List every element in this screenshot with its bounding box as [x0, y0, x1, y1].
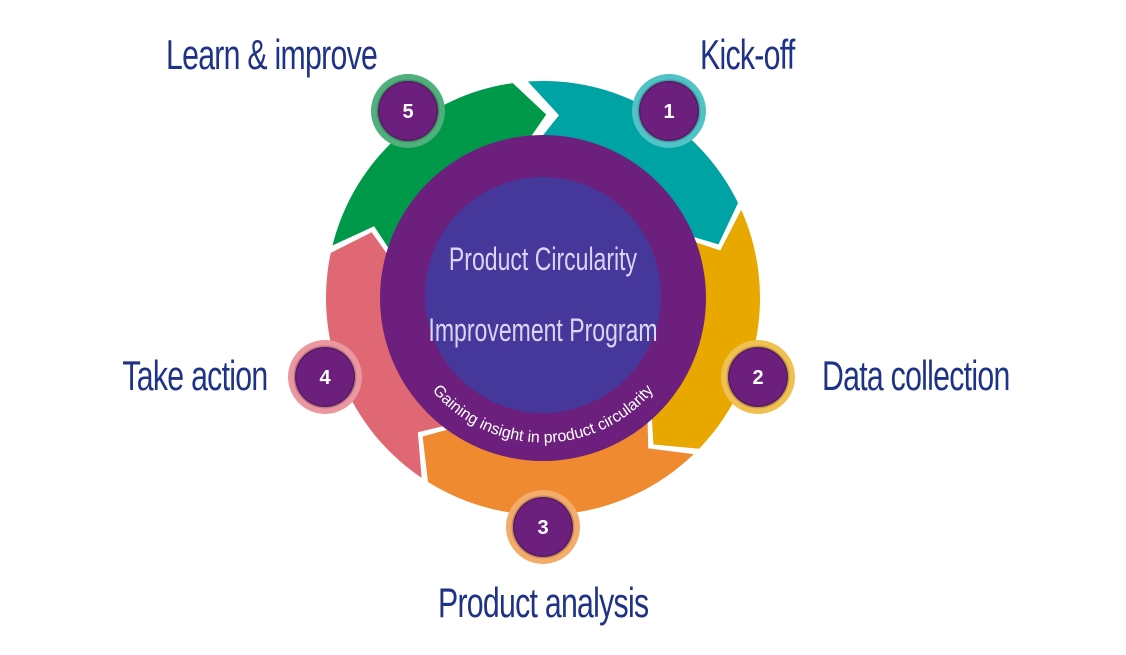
- step-label-1: Kick-off: [700, 31, 795, 78]
- step-badge-1: 1: [632, 74, 706, 148]
- step-badge-4: 4: [288, 340, 362, 414]
- step-badge-5: 5: [371, 74, 445, 148]
- step-label-5: Learn & improve: [166, 31, 378, 78]
- center-title-line1: Product Circularity: [449, 241, 637, 277]
- badge-circle: [511, 495, 575, 559]
- badge-circle: [726, 345, 790, 409]
- badge-number: 3: [537, 517, 548, 539]
- badge-circle: [376, 79, 440, 143]
- badge-circle: [637, 79, 701, 143]
- badge-number: 1: [663, 101, 674, 123]
- step-label-4: Take action: [121, 352, 268, 399]
- step-badges: 1 2 3 4 5: [288, 74, 795, 564]
- step-badge-2: 2: [721, 340, 795, 414]
- step-label-2: Data collection: [822, 352, 1010, 399]
- badge-number: 5: [402, 101, 413, 123]
- badge-number: 2: [752, 367, 763, 389]
- step-badge-3: 3: [506, 490, 580, 564]
- badge-circle: [293, 345, 357, 409]
- center-core: [425, 177, 661, 413]
- step-label-3: Product analysis: [438, 579, 649, 626]
- center-title-line2: Improvement Program: [428, 312, 657, 348]
- badge-number: 4: [319, 367, 331, 389]
